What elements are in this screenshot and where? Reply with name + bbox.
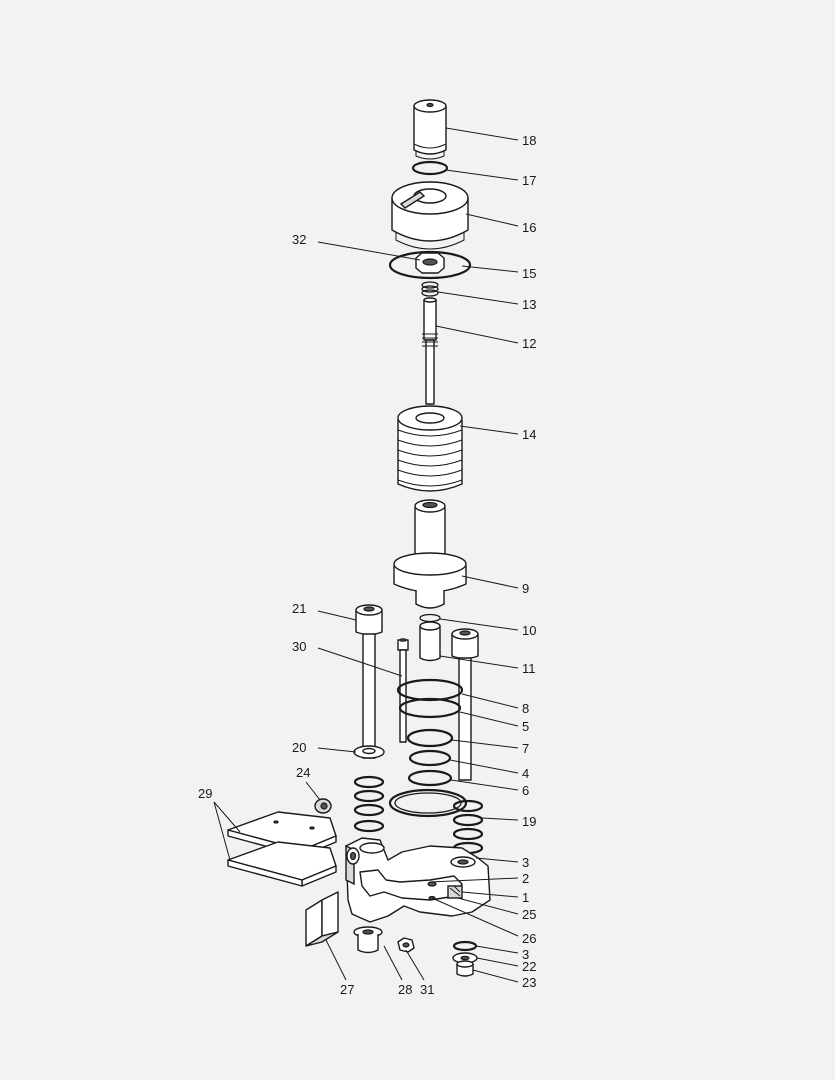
part-6-ring	[407, 769, 453, 787]
part-10-o-ring	[419, 613, 441, 623]
part-21-bolt-left	[355, 604, 383, 759]
part-21-bolt-right	[451, 628, 479, 781]
part-31-hex-nut	[397, 937, 415, 953]
callout-5: 5	[522, 719, 529, 734]
part-3-washer-lower	[452, 940, 478, 952]
part-18-cap	[413, 99, 447, 160]
callout-6: 6	[522, 783, 529, 798]
callout-14: 14	[522, 427, 536, 442]
part-17-o-ring	[411, 160, 449, 176]
callout-19: 19	[522, 814, 536, 829]
part-spring-left	[353, 775, 385, 833]
callout-21: 21	[292, 601, 306, 616]
part-5-ring	[398, 697, 462, 719]
callout-labels: 18 17 16 32 15 13 12 14 9 21 10 11 30 8 …	[198, 133, 536, 997]
part-12-stem	[422, 297, 438, 405]
part-27-clip	[305, 891, 339, 947]
callout-24: 24	[296, 765, 310, 780]
callout-9: 9	[522, 581, 529, 596]
part-1-body	[345, 837, 491, 923]
part-7-ring	[406, 728, 454, 748]
callout-8: 8	[522, 701, 529, 716]
part-9-piston	[393, 499, 467, 609]
part-11-sleeve	[419, 621, 441, 662]
callout-25: 25	[522, 907, 536, 922]
callout-12: 12	[522, 336, 536, 351]
callout-23: 23	[522, 975, 536, 990]
callout-13: 13	[522, 297, 536, 312]
callout-28: 28	[398, 982, 412, 997]
callout-2: 2	[522, 871, 529, 886]
callout-27: 27	[340, 982, 354, 997]
callout-3-lower: 3	[522, 947, 529, 962]
callout-18: 18	[522, 133, 536, 148]
callout-4: 4	[522, 766, 529, 781]
callout-29: 29	[198, 786, 212, 801]
part-23-nut	[456, 960, 474, 977]
part-15-ring	[388, 250, 472, 280]
part-16-housing	[391, 181, 469, 250]
part-base-ring	[388, 788, 468, 818]
callout-31: 31	[420, 982, 434, 997]
callout-20: 20	[292, 740, 306, 755]
callout-7: 7	[522, 741, 529, 756]
callout-16: 16	[522, 220, 536, 235]
callout-17: 17	[522, 173, 536, 188]
callout-1: 1	[522, 890, 529, 905]
part-28-bushing	[353, 926, 383, 954]
part-32-nut	[415, 252, 445, 274]
callout-15: 15	[522, 266, 536, 281]
callout-26: 26	[522, 931, 536, 946]
part-20-washer	[353, 745, 385, 759]
callout-22: 22	[522, 959, 536, 974]
part-13-spring	[421, 281, 439, 297]
part-14-bellows	[397, 405, 463, 492]
callout-32: 32	[292, 232, 306, 247]
part-4-ring	[408, 749, 452, 767]
part-24-grommet	[314, 798, 332, 814]
callout-11: 11	[522, 661, 536, 676]
part-29-pad-lower	[227, 841, 337, 887]
callout-10: 10	[522, 623, 536, 638]
part-30-pin	[397, 638, 409, 743]
part-19-spring	[452, 799, 484, 855]
leader-lines	[213, 127, 519, 983]
callout-30: 30	[292, 639, 306, 654]
part-8-ring	[396, 678, 464, 702]
callout-3-upper: 3	[522, 855, 529, 870]
